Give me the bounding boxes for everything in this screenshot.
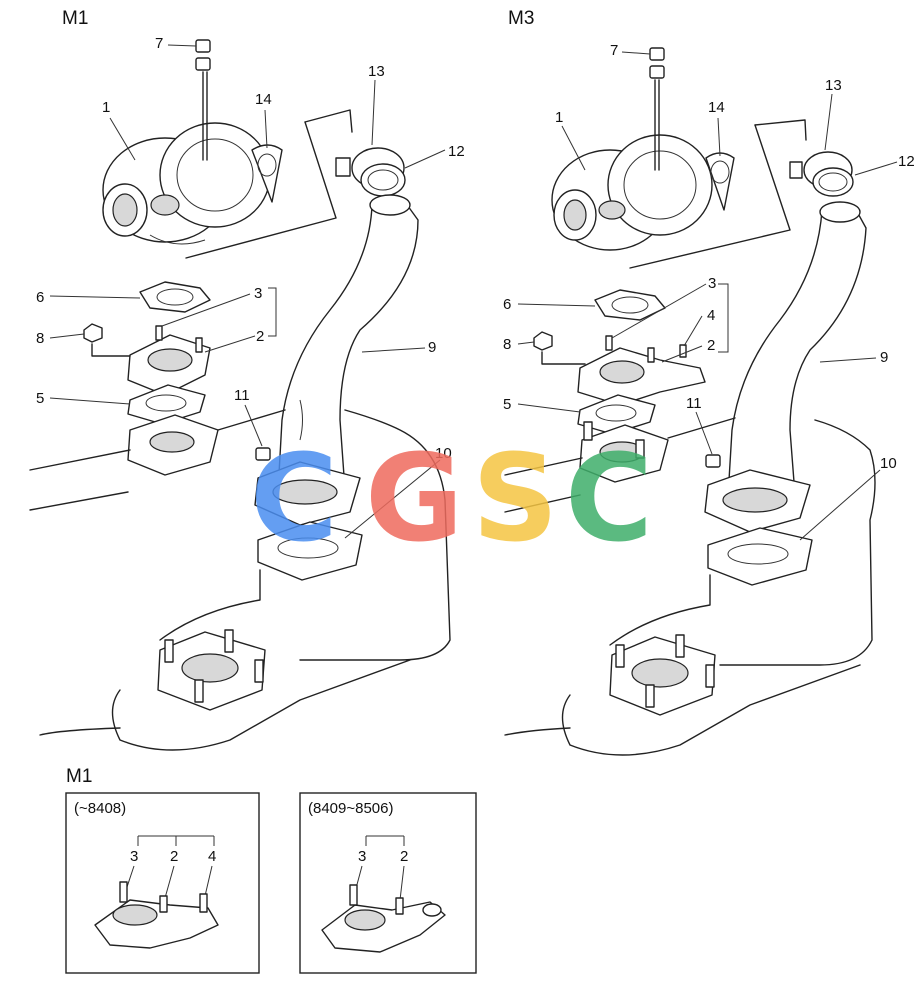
callout-labels-left: 7 1 14 13 12 6 3 8 2 5 11 9 10 xyxy=(36,35,465,462)
cgsc-watermark: C G S C xyxy=(250,430,653,569)
watermark-letter-c1: C xyxy=(250,430,338,569)
inset-late-label-3: 3 xyxy=(358,848,366,865)
callout-labels-right: 7 1 14 13 12 3 6 4 8 2 5 11 9 10 xyxy=(503,42,915,472)
callout-13-left: 13 xyxy=(368,63,385,80)
nut-part-7-left xyxy=(195,39,211,161)
gasket-part-6-left xyxy=(139,281,211,313)
callout-10-left: 10 xyxy=(435,445,452,462)
inset-box-early: (~8408) 3 2 4 xyxy=(65,792,260,974)
callout-14-right: 14 xyxy=(708,99,725,116)
callout-3-left: 3 xyxy=(254,285,262,302)
gasket-part-6-right xyxy=(594,289,666,321)
watermark-letter-g: G xyxy=(365,430,464,569)
gasket-part-5-left xyxy=(127,384,206,425)
watermark-letter-s: S xyxy=(472,430,558,569)
watermark-letter-c2: C xyxy=(565,430,653,569)
manifold-part-left xyxy=(29,409,451,751)
inset-late-range: (8409~8506) xyxy=(308,800,394,817)
callout-11-right: 11 xyxy=(686,395,702,412)
title-m1: M1 xyxy=(62,8,88,29)
inset-early-label-2: 2 xyxy=(170,848,178,865)
inset-early-label-4: 4 xyxy=(208,848,216,865)
callout-4-right: 4 xyxy=(707,307,715,324)
callout-10-right: 10 xyxy=(880,455,897,472)
callout-13-right: 13 xyxy=(825,77,842,94)
inset-early-range: (~8408) xyxy=(74,800,126,817)
callout-12-left: 12 xyxy=(448,143,465,160)
nut-part-8-left xyxy=(83,323,131,357)
inset-box-late: (8409~8506) 3 2 xyxy=(299,792,477,974)
callout-9-left: 9 xyxy=(428,339,436,356)
callout-8-left: 8 xyxy=(36,330,44,347)
inset-early-label-3: 3 xyxy=(130,848,138,865)
callout-5-right: 5 xyxy=(503,396,511,413)
callout-1-left: 1 xyxy=(102,99,110,116)
callout-12-right: 12 xyxy=(898,153,915,170)
turbocharger-part-right xyxy=(551,134,713,251)
callout-2-left: 2 xyxy=(256,328,264,345)
nut-part-7-right xyxy=(649,47,665,171)
callout-14-left: 14 xyxy=(255,91,272,108)
nut-part-8-right xyxy=(533,331,586,365)
title-inset-m1: M1 xyxy=(66,766,92,787)
callout-8-right: 8 xyxy=(503,336,511,353)
callout-9-right: 9 xyxy=(880,349,888,366)
callout-7-left: 7 xyxy=(155,35,163,52)
callout-7-right: 7 xyxy=(610,42,618,59)
manifold-part-right xyxy=(504,417,876,756)
callout-5-left: 5 xyxy=(36,390,44,407)
exhaust-pipe-part-9-left xyxy=(277,194,419,493)
flange-part-2-right xyxy=(577,335,706,406)
callout-3-right: 3 xyxy=(708,275,716,292)
turbocharger-part-left xyxy=(102,122,271,245)
title-m3: M3 xyxy=(508,8,534,29)
gasket-part-5-right xyxy=(577,394,656,435)
callout-11-left: 11 xyxy=(234,387,250,404)
callout-6-right: 6 xyxy=(503,296,511,313)
inset-late-label-2: 2 xyxy=(400,848,408,865)
callout-leaders-left xyxy=(49,44,446,539)
callout-6-left: 6 xyxy=(36,289,44,306)
gasket-part-14-left xyxy=(251,144,283,203)
callout-2-right: 2 xyxy=(707,337,715,354)
gasket-part-14-right xyxy=(705,152,735,211)
callout-leaders-right xyxy=(517,51,898,541)
callout-1-right: 1 xyxy=(555,109,563,126)
clamp-boot-part-12-13-left xyxy=(185,109,406,259)
exhaust-pipe-part-9-right xyxy=(727,201,867,498)
clamp-boot-part-12-13-right xyxy=(629,119,854,269)
flange-part-2-left xyxy=(127,325,211,396)
